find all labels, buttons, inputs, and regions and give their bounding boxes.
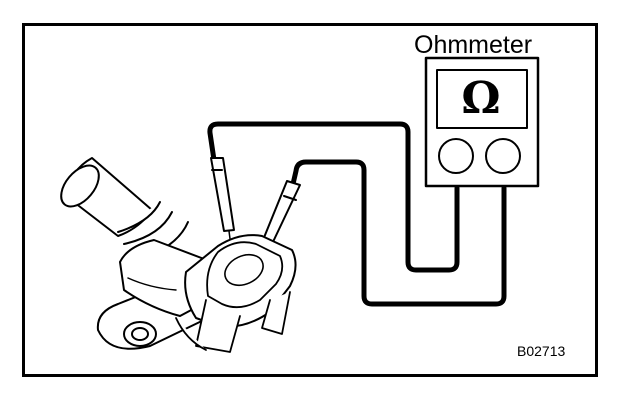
ohm-symbol: Ω	[461, 73, 501, 124]
sensor	[60, 157, 297, 353]
figure-code: B02713	[517, 343, 566, 359]
ohmmeter-terminal-right	[485, 138, 521, 174]
ohmmeter-display	[436, 69, 528, 129]
ohmmeter-terminal-left	[438, 138, 474, 174]
ohmmeter	[424, 56, 540, 188]
test-lead-left	[207, 121, 460, 273]
test-lead-right	[290, 159, 507, 307]
ohmmeter-label: Ohmmeter	[414, 31, 533, 59]
sensor-tip	[60, 164, 100, 208]
